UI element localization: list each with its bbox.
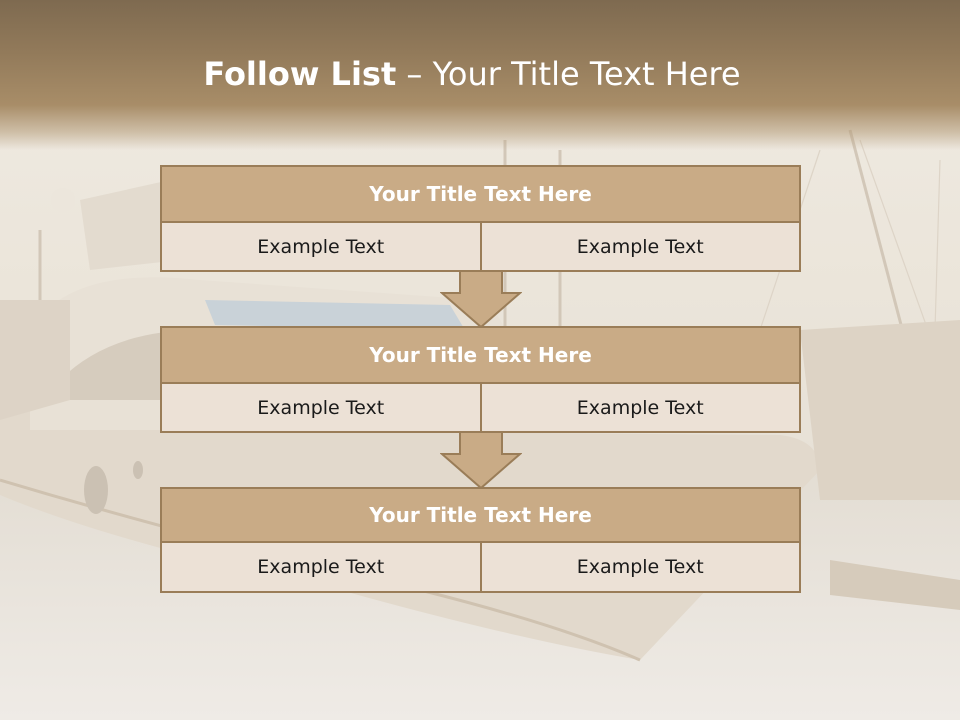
list-block-3: Your Title Text Here Example Text Exampl… (160, 487, 801, 593)
block-1-right-cell: Example Text (479, 223, 799, 270)
block-2-right-cell: Example Text (479, 384, 799, 431)
block-2-row: Example Text Example Text (160, 384, 801, 433)
block-3-title: Your Title Text Here (160, 487, 801, 543)
block-1-left-cell: Example Text (162, 223, 480, 270)
block-1-row: Example Text Example Text (160, 223, 801, 272)
down-arrow-1 (440, 271, 522, 329)
block-3-right-cell: Example Text (479, 543, 799, 591)
title-rest-part: – Your Title Text Here (396, 55, 741, 93)
block-2-title: Your Title Text Here (160, 326, 801, 384)
list-block-1: Your Title Text Here Example Text Exampl… (160, 165, 801, 272)
block-3-left-cell: Example Text (162, 543, 480, 591)
slide-title: Follow List – Your Title Text Here (0, 55, 944, 93)
title-bold-part: Follow List (203, 55, 397, 93)
block-3-row: Example Text Example Text (160, 543, 801, 593)
down-arrow-2 (440, 432, 522, 490)
title-band (0, 0, 960, 150)
block-2-left-cell: Example Text (162, 384, 480, 431)
list-block-2: Your Title Text Here Example Text Exampl… (160, 326, 801, 433)
block-1-title: Your Title Text Here (160, 165, 801, 223)
